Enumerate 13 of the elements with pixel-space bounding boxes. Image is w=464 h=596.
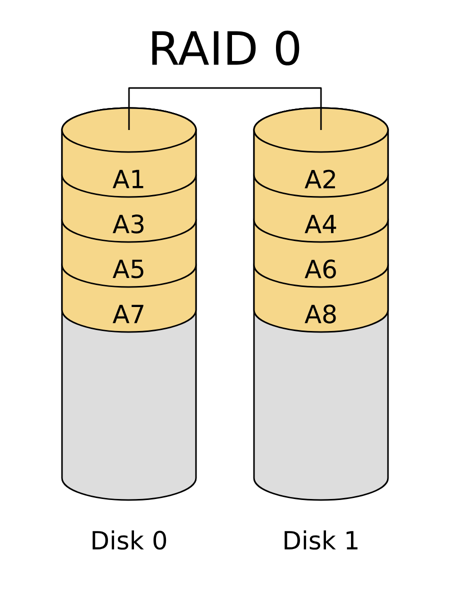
block-label: A8: [304, 304, 336, 324]
bracket-line: [225, 87, 322, 130]
block-label: A7: [112, 304, 144, 324]
bracket-line: [128, 87, 225, 130]
disk-label: Disk 1: [284, 530, 358, 550]
title: RAID 0: [152, 30, 300, 66]
block-label: A1: [112, 170, 144, 188]
block-label: A6: [304, 260, 336, 278]
block-label: A5: [112, 260, 144, 278]
block-label: A2: [304, 170, 335, 188]
block-label: A4: [304, 214, 336, 234]
block-label: A3: [112, 214, 144, 234]
disk-label: Disk 0: [92, 530, 166, 550]
